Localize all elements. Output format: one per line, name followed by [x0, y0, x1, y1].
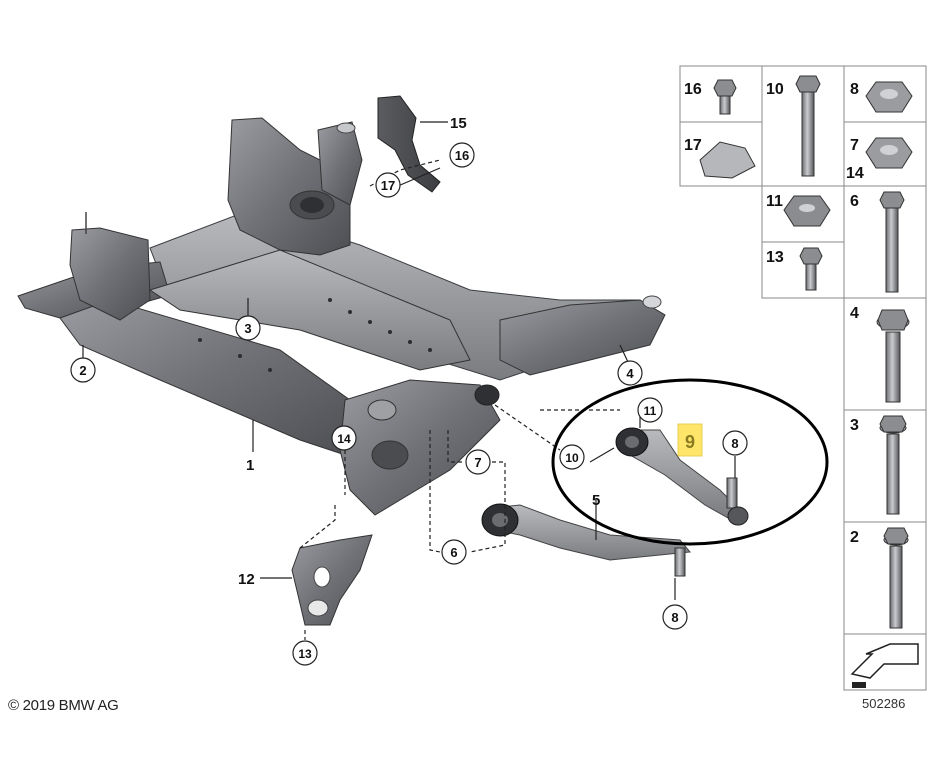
- callout-3: 3: [244, 321, 251, 336]
- bracket-12: [291, 534, 373, 626]
- grid-label-3: 3: [850, 417, 859, 434]
- callout-15: 15: [450, 115, 467, 132]
- callout-17: 17: [381, 178, 395, 193]
- grid-label-6: 6: [850, 193, 859, 210]
- parts-grid: [679, 65, 927, 691]
- grid-label-2: 2: [850, 529, 859, 546]
- callout-13: 13: [298, 647, 312, 661]
- callout-10: 10: [565, 451, 579, 465]
- grid-label-17: 17: [684, 137, 702, 154]
- callout-8-lower: 8: [671, 610, 678, 625]
- callout-14: 14: [337, 432, 351, 446]
- callout-6: 6: [450, 545, 457, 560]
- document-number: 502286: [862, 696, 906, 711]
- grid-label-10: 10: [766, 81, 784, 98]
- grid-label-7: 7: [850, 137, 859, 154]
- grid-label-14: 14: [846, 165, 864, 182]
- callout-11: 11: [644, 404, 657, 418]
- grid-label-11: 11: [766, 193, 783, 210]
- wishbone-9: [615, 427, 749, 526]
- grid-label-13: 13: [766, 249, 784, 266]
- callouts: 15 16 17 3 2 4 1 14 7 6 11 10 9: [70, 115, 748, 666]
- callout-16: 16: [455, 148, 469, 163]
- callout-1: 1: [246, 457, 254, 474]
- callout-12: 12: [238, 571, 255, 588]
- control-arm-5: [481, 503, 691, 577]
- highlight-ellipse: [551, 378, 829, 546]
- callout-8-upper: 8: [731, 436, 738, 451]
- grid-label-8: 8: [850, 81, 859, 98]
- callout-7: 7: [474, 455, 481, 470]
- grid-parts: [699, 75, 919, 688]
- callout-4: 4: [626, 366, 634, 381]
- grid-label-4: 4: [850, 305, 859, 322]
- grid-label-16: 16: [684, 81, 702, 98]
- arrow-icon: [850, 643, 919, 688]
- copyright-text: © 2019 BMW AG: [8, 697, 119, 714]
- leader-lines: [82, 121, 736, 640]
- bracket-15: [377, 95, 441, 193]
- callout-9: 9: [685, 432, 695, 452]
- callout-2: 2: [79, 363, 86, 378]
- front-axle-subframe: [17, 117, 666, 516]
- callout-5: 5: [592, 492, 600, 509]
- grid-labels: 16 10 8 17 7 14 11 6 13 4 3 2: [684, 81, 864, 546]
